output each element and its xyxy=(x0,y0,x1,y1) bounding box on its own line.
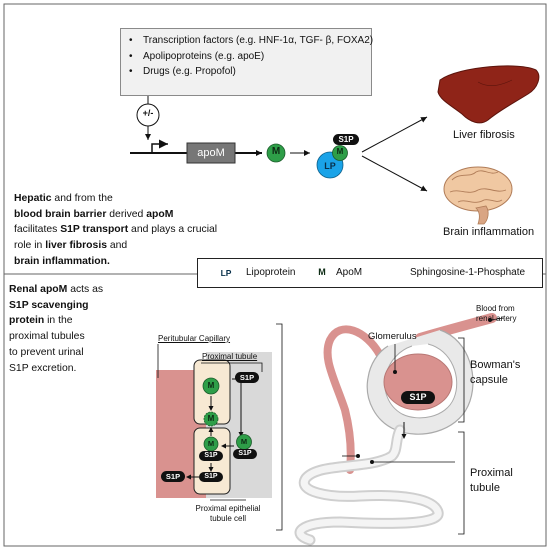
liver-fibrosis-label: Liver fibrosis xyxy=(453,129,515,141)
apom-gene-label: apoM xyxy=(197,147,225,159)
s1p-basolateral-label: S1P xyxy=(204,473,218,480)
s1p-capillary-pill xyxy=(161,471,185,482)
arrow-to-liver xyxy=(361,116,428,153)
liver-illustration xyxy=(437,65,540,124)
legend-lp-symbol: LP xyxy=(220,268,232,278)
apom-protein-circle xyxy=(266,143,286,163)
legend-m-symbol: M xyxy=(318,267,326,277)
s1p-capillary-label: S1P xyxy=(165,472,181,481)
nephron-illustration xyxy=(294,313,497,546)
proximal-tubule-small-label: Proximal tubule xyxy=(202,352,258,361)
epithelial-cell-label: Proximal epithelial tubule cell xyxy=(195,504,261,523)
brain-inflammation-label: Brain inflammation xyxy=(443,226,535,238)
dot-efferent xyxy=(356,454,360,458)
bowman-capsule-label: Bowman's capsule xyxy=(470,359,521,386)
renal-description: Renal apoM acts as S1P scavenging protei… xyxy=(9,284,104,374)
regulator-item: •Drugs (e.g. Propofol) xyxy=(129,66,236,77)
dot-proximal xyxy=(370,460,374,464)
legend xyxy=(197,258,543,288)
zoom-bracket xyxy=(276,323,283,531)
apom-recycling xyxy=(203,411,219,427)
promoter-arrow xyxy=(151,139,168,153)
s1p-lumen-lower-pill xyxy=(233,449,257,459)
s1p-lumen-lower-label: S1P xyxy=(238,450,252,457)
s1p-lumen-label: S1P xyxy=(239,373,255,382)
s1p-pill-complex xyxy=(333,134,359,145)
apom-recycle-label: M xyxy=(207,414,215,423)
complex-lp-label: LP xyxy=(324,161,336,171)
s1p-cell-lower-label: S1P xyxy=(204,452,218,459)
legend-s1p-symbol: S1P xyxy=(379,268,397,278)
apom-gene-box xyxy=(186,142,236,164)
s1p-cell-lower-pill xyxy=(199,451,223,461)
bowman-bracket xyxy=(458,337,465,423)
brain-illustration xyxy=(443,166,513,225)
apom-upper-label: M xyxy=(207,381,215,390)
dot-blood xyxy=(488,318,492,322)
regulator-item: •Transcription factors (e.g. HNF-1α, TGF… xyxy=(129,35,374,46)
arrow-lumen-down xyxy=(232,378,244,437)
leader-proximal-small xyxy=(201,362,263,372)
apom-protein-label: M xyxy=(271,146,281,157)
outer-frame xyxy=(3,3,547,547)
blood-from-artery-label: Blood from renal artery xyxy=(476,304,517,323)
proximal-bracket xyxy=(458,431,465,535)
regulation-symbol: +/- xyxy=(142,108,154,118)
glomerulus-label: Glomerulus xyxy=(368,331,417,342)
complex-m-label: M xyxy=(336,147,344,156)
leader-blood xyxy=(489,317,505,321)
complex-apom-circle xyxy=(332,145,348,161)
legend-m-text: ApoM xyxy=(336,267,363,278)
s1p-basolateral-pill xyxy=(199,472,223,482)
apom-lumen-lower-label: M xyxy=(240,437,248,446)
apom-upper-cell xyxy=(202,377,220,395)
peritubular-label: Peritubular Capillary xyxy=(158,334,231,343)
dot-glomerulus xyxy=(393,370,397,374)
proximal-tubule-label: Proximal tubule xyxy=(470,467,513,494)
apom-cell-lower-label: M xyxy=(207,439,215,448)
hepatic-description: Hepatic and from the blood brain barrier… xyxy=(14,193,218,267)
arrow-to-brain xyxy=(361,155,428,192)
regulator-box: •Transcription factors (e.g. HNF-1α, TGF… xyxy=(120,28,374,96)
s1p-complex-label: S1P xyxy=(338,135,354,144)
legend-lp-text: Lipoprotein xyxy=(246,267,296,278)
regulator-item: •Apolipoproteins (e.g. apoE) xyxy=(129,50,265,62)
s1p-glomerulus-pill: S1P xyxy=(401,391,435,404)
legend-s1p-text: Sphingosine-1-Phosphate xyxy=(410,267,526,278)
